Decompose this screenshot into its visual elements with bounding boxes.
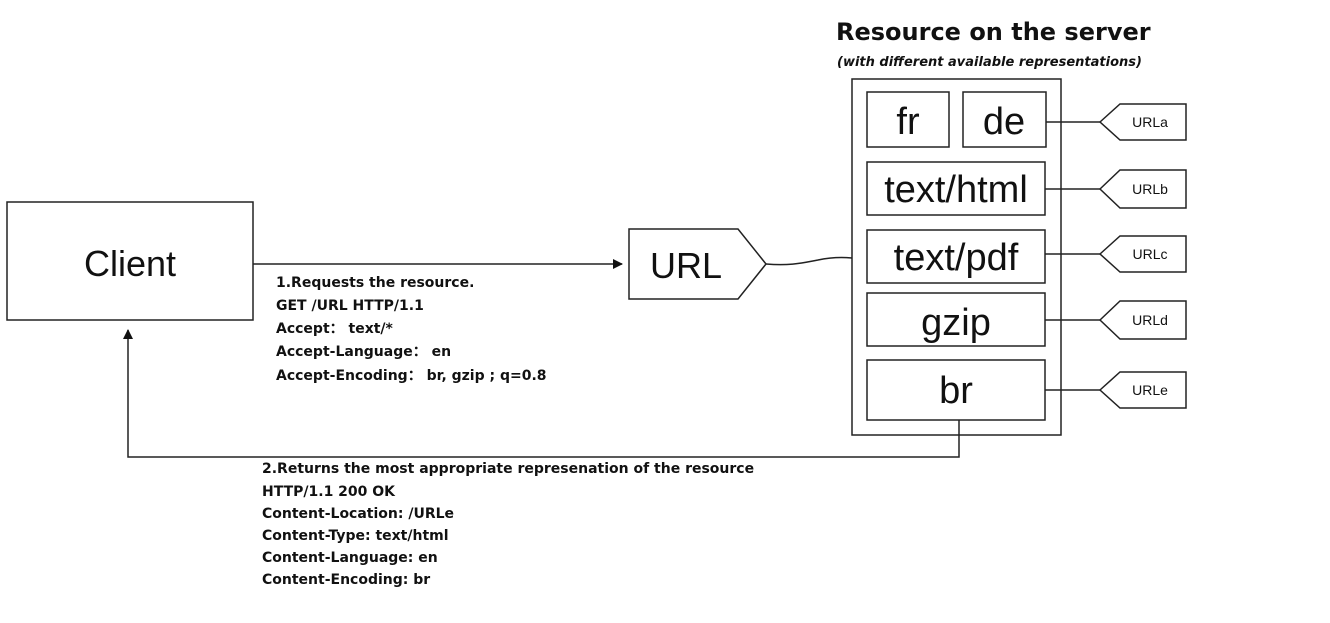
response-line: Content-Location: /URLe: [262, 506, 454, 522]
url-tag-label: URLd: [1132, 312, 1168, 328]
response-line: Content-Type: text/html: [262, 528, 449, 544]
response-line: HTTP/1.1 200 OK: [262, 484, 396, 500]
response-arrow: [123, 329, 960, 458]
request-line: Accept： text/*: [276, 321, 394, 337]
url-tag-b: URLb: [1045, 169, 1187, 209]
representation-label: gzip: [921, 302, 991, 344]
request-line: Accept-Language： en: [276, 344, 451, 360]
representation-text-html: text/html: [866, 161, 1046, 216]
representation-label: de: [983, 101, 1025, 143]
server-subtitle: (with different available representation…: [837, 55, 1142, 70]
representation-label: text/pdf: [894, 237, 1019, 279]
response-note: 2.Returns the most appropriate represena…: [262, 461, 754, 588]
url-tag-c: URLc: [1045, 235, 1187, 273]
representation-de: de: [962, 91, 1047, 148]
response-line: 2.Returns the most appropriate represena…: [262, 461, 754, 477]
response-line: Content-Language: en: [262, 550, 438, 566]
representation-br: br: [866, 359, 1046, 421]
representation-label: fr: [896, 101, 920, 143]
request-line: GET /URL HTTP/1.1: [276, 298, 424, 314]
request-line: Accept-Encoding： br, gzip ; q=0.8: [276, 368, 547, 384]
url-tag-a: URLa: [1046, 103, 1187, 141]
representation-fr: fr: [866, 91, 950, 148]
url-tag-label: URLa: [1132, 114, 1168, 130]
request-note: 1.Requests the resource. GET /URL HTTP/1…: [276, 275, 547, 384]
representation-gzip: gzip: [866, 292, 1046, 347]
server-title: Resource on the server: [836, 18, 1151, 46]
client-node: Client: [6, 201, 254, 321]
url-tag-e: URLe: [1045, 371, 1187, 409]
representation-label: br: [939, 370, 973, 412]
response-line: Content-Encoding: br: [262, 572, 430, 588]
client-label: Client: [84, 243, 176, 284]
representation-text-pdf: text/pdf: [866, 229, 1046, 284]
url-node: URL: [628, 228, 767, 300]
request-line: 1.Requests the resource.: [276, 275, 474, 291]
url-tag-label: URLc: [1132, 246, 1167, 262]
url-resource-connector: [765, 256, 853, 266]
url-tag-d: URLd: [1045, 300, 1187, 340]
url-tag-label: URLb: [1132, 181, 1168, 197]
url-tag-label: URLe: [1132, 382, 1168, 398]
url-node-label: URL: [650, 245, 722, 286]
representation-label: text/html: [884, 169, 1028, 211]
